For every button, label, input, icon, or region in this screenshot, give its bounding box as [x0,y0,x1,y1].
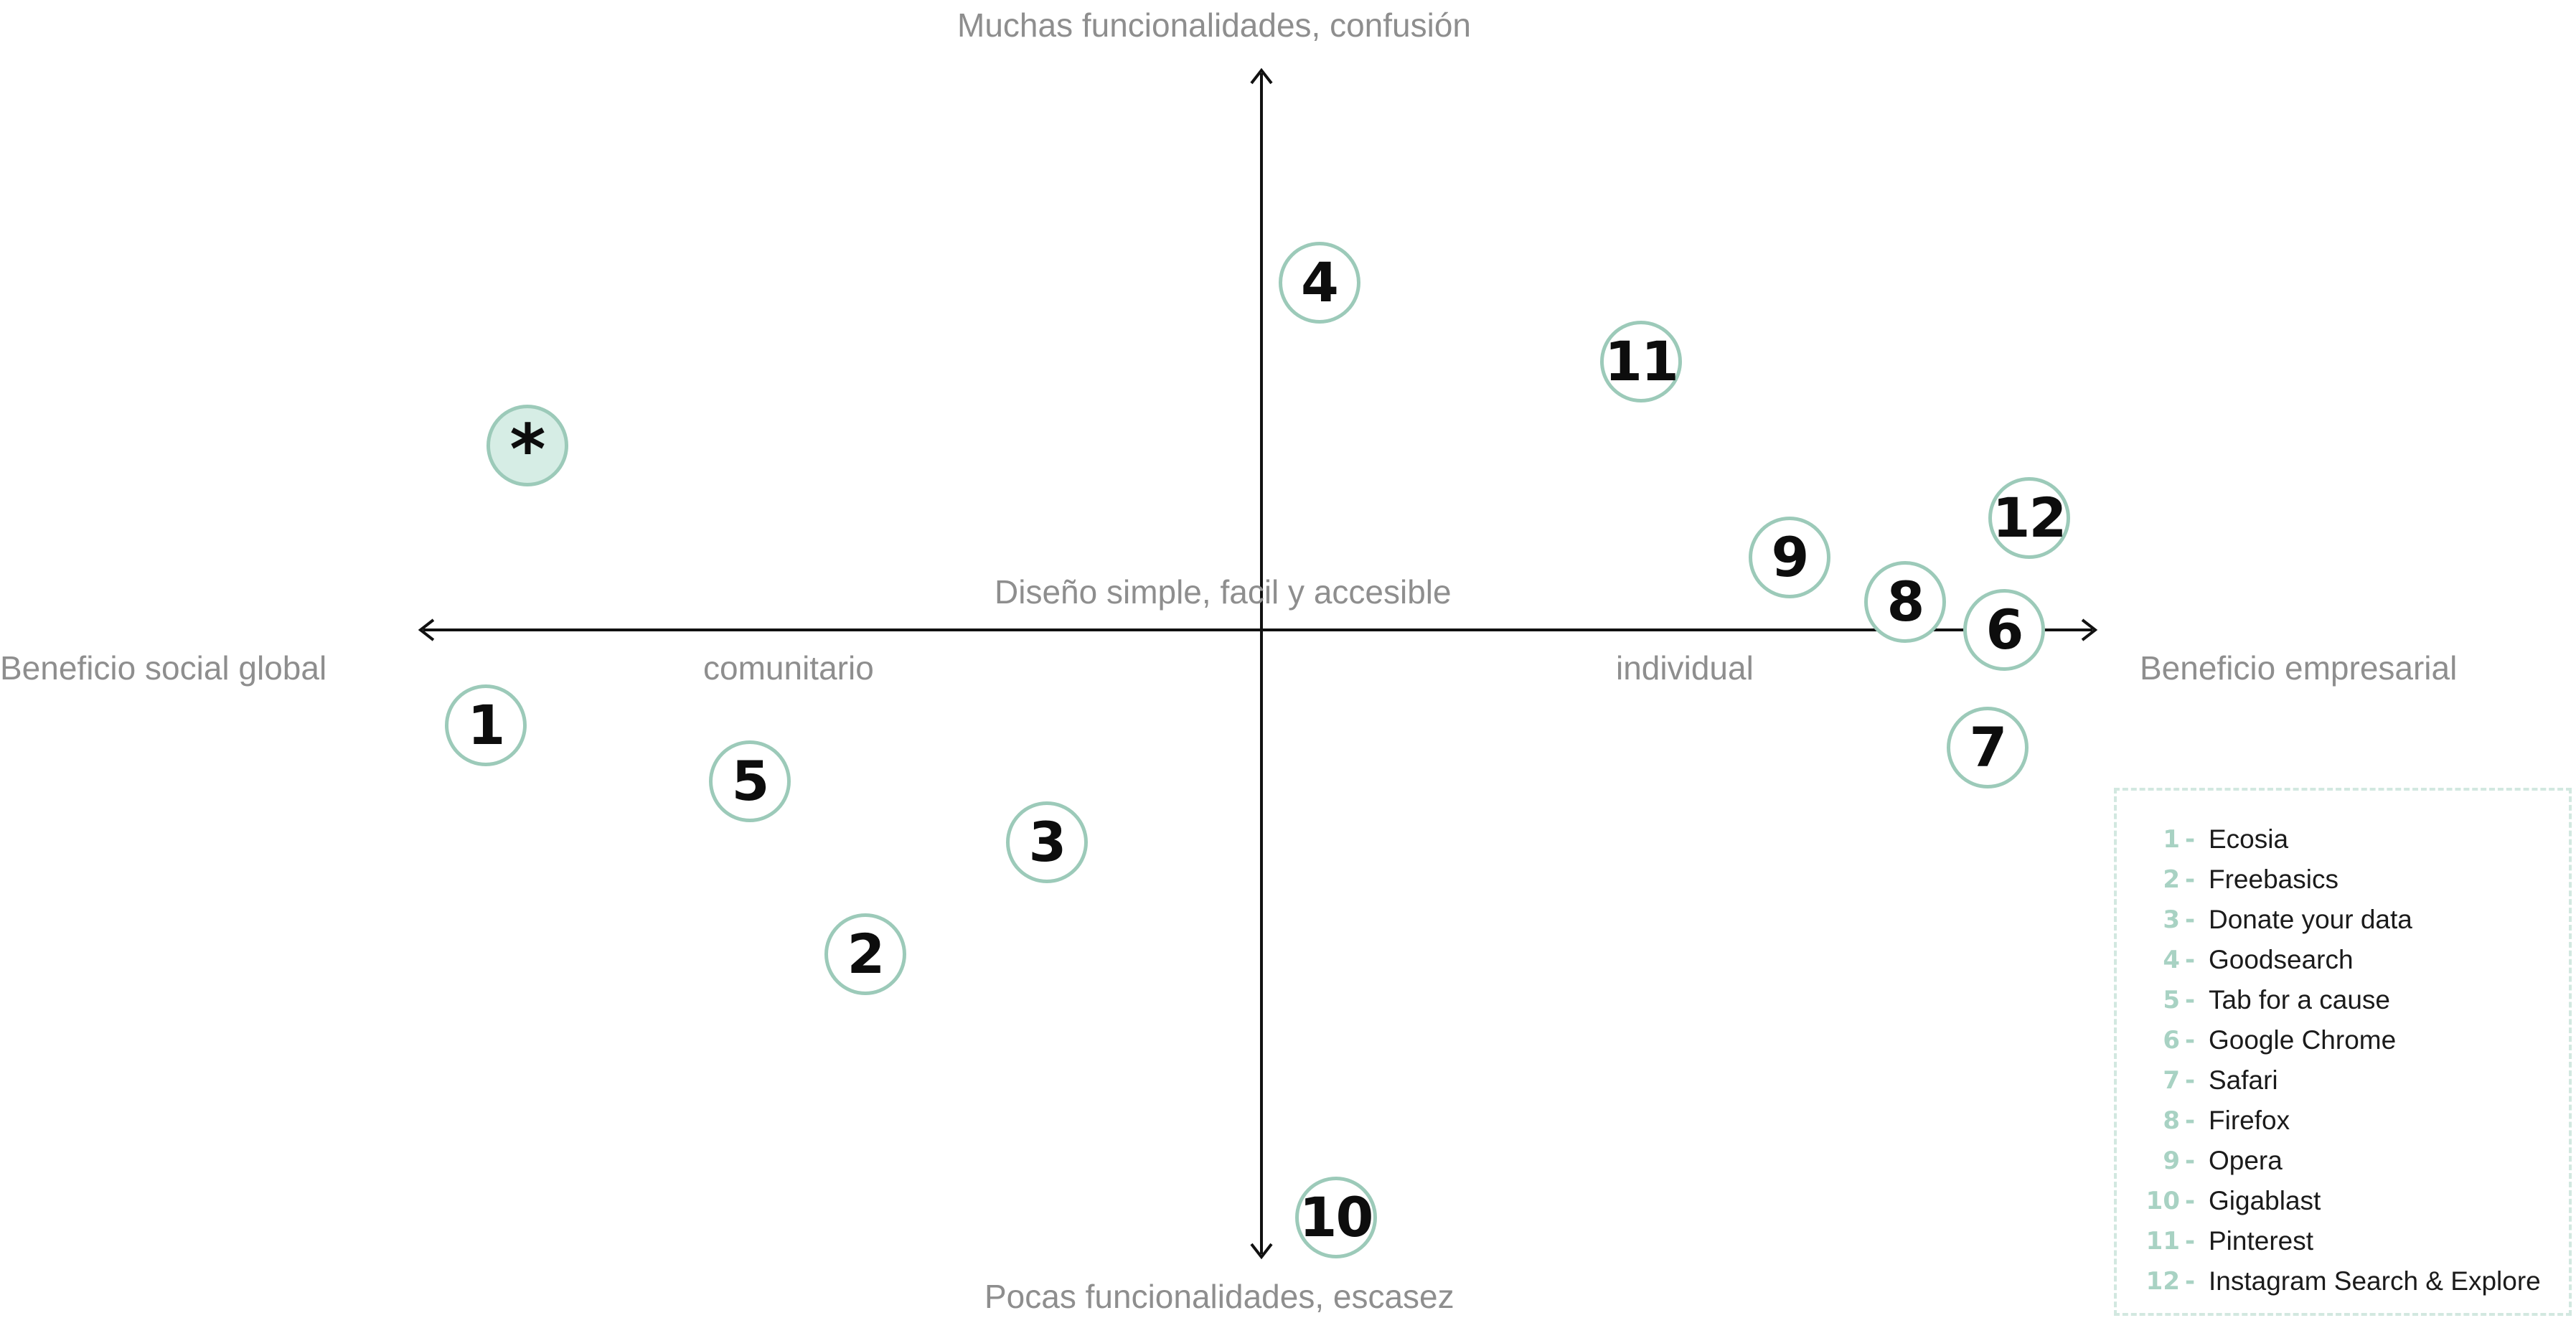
legend-dash: - [2184,1066,2196,1095]
legend-number: 4 [2163,946,2180,974]
legend-dash: - [2184,1147,2196,1175]
legend-name: Pinterest [2209,1226,2314,1256]
legend-dash: - [2184,865,2196,894]
marker-label: * [509,409,545,490]
right-axis-label: Beneficio empresarial [2140,649,2458,687]
marker-label: 9 [1771,524,1810,589]
legend-name: Safari [2209,1065,2278,1095]
legend-name: Google Chrome [2209,1025,2397,1055]
legend-number: 3 [2163,905,2180,934]
left-inner-label: comunitario [703,649,874,687]
legend-item: 1-Ecosia [2141,819,2569,860]
marker-4: 4 [1278,242,1360,324]
highlight-marker: * [486,404,568,490]
legend-dash: - [2184,1227,2196,1256]
marker-label: 4 [1301,250,1339,315]
legend-number: 8 [2163,1106,2180,1135]
top-axis-label: Muchas funcionalidades, confusión [957,6,1472,44]
marker-label: 6 [1985,598,2024,662]
legend-number: 12 [2145,1267,2180,1296]
legend-number: 10 [2145,1187,2180,1215]
marker-5: 5 [709,740,791,822]
legend-name: Ecosia [2209,824,2289,854]
legend-item: 5-Tab for a cause [2141,980,2569,1020]
marker-label: 10 [1299,1185,1374,1249]
legend-number: 7 [2163,1066,2180,1095]
legend-dash: - [2184,905,2196,934]
legend-item: 9-Opera [2141,1141,2569,1181]
legend-number: 11 [2145,1227,2180,1256]
legend-name: Freebasics [2209,865,2338,894]
legend-name: Tab for a cause [2209,985,2390,1014]
legend-name: Firefox [2209,1106,2290,1135]
marker-label: 5 [731,748,770,813]
legend-item: 12-Instagram Search & Explore [2141,1261,2569,1301]
legend-item: 6-Google Chrome [2141,1020,2569,1060]
legend-number: 1 [2163,825,2180,854]
legend-dash: - [2184,986,2196,1014]
marker-12: 12 [1988,477,2070,559]
bottom-axis-label: Pocas funcionalidades, escasez [984,1278,1454,1315]
left-axis-label: Beneficio social global [0,649,327,687]
left-arrowhead [418,618,435,641]
legend-name: Opera [2209,1146,2283,1175]
marker-label: 7 [1969,715,2008,779]
right-arrowhead [2081,618,2098,641]
legend-dash: - [2184,1106,2196,1135]
top-arrowhead [1250,67,1273,85]
right-inner-label: individual [1616,649,1754,687]
legend-dash: - [2184,825,2196,854]
marker-6: 6 [1963,589,2045,671]
legend-item: 3-Donate your data [2141,900,2569,940]
marker-label: 8 [1886,570,1925,634]
marker-label: 2 [847,922,885,987]
legend-dash: - [2184,1026,2196,1055]
center-label: Diseño simple, facil y accesible [995,573,1452,611]
legend-name: Instagram Search & Explore [2209,1266,2541,1296]
marker-label: 12 [1992,486,2067,550]
legend-item: 7-Safari [2141,1060,2569,1101]
marker-3: 3 [1006,801,1088,884]
marker-label: 3 [1028,810,1067,875]
marker-11: 11 [1600,320,1682,402]
legend-item: 8-Firefox [2141,1101,2569,1141]
marker-8: 8 [1864,561,1946,643]
bottom-arrowhead [1250,1243,1273,1260]
legend-item: 2-Freebasics [2141,860,2569,900]
legend-item: 11-Pinterest [2141,1221,2569,1261]
legend-number: 2 [2163,865,2180,894]
legend-dash: - [2184,1267,2196,1296]
legend-dash: - [2184,1187,2196,1215]
legend-number: 5 [2163,986,2180,1014]
legend-number: 6 [2163,1026,2180,1055]
marker-label: 1 [467,692,506,757]
marker-10: 10 [1294,1177,1377,1258]
legend-name: Donate your data [2209,905,2412,934]
legend-item: 10-Gigablast [2141,1181,2569,1221]
marker-9: 9 [1749,516,1830,598]
legend-item: 4-Goodsearch [2141,940,2569,980]
legend-dash: - [2184,946,2196,974]
legend-name: Gigablast [2209,1186,2321,1215]
marker-1: 1 [445,684,527,766]
marker-7: 7 [1947,706,2029,788]
legend-name: Goodsearch [2209,945,2354,974]
marker-label: 11 [1604,329,1679,393]
marker-2: 2 [824,913,906,996]
legend-number: 9 [2163,1147,2180,1175]
